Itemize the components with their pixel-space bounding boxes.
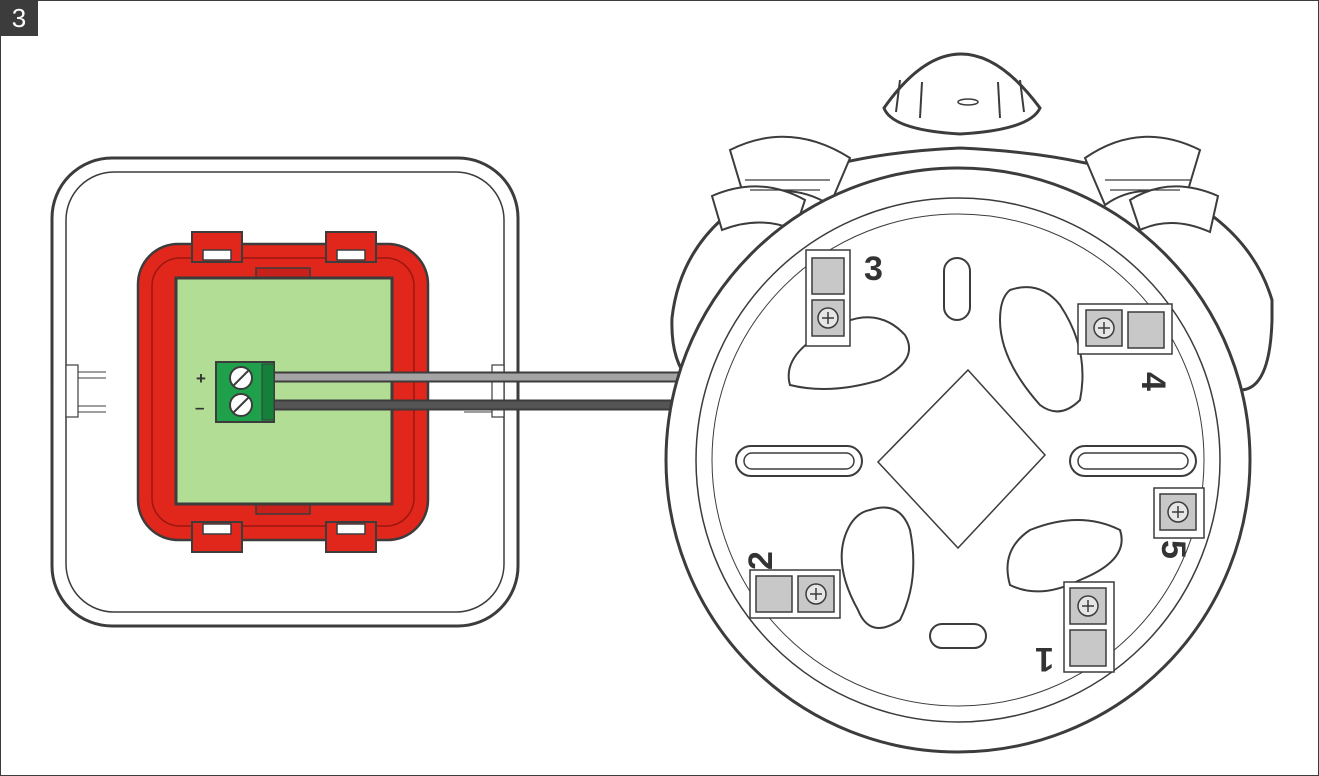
terminal-label-3: 3 [864,250,883,288]
base-terminal-3 [805,249,851,347]
housing-clip-bottom-left [191,521,243,553]
housing-clip-top-left [191,231,243,263]
terminal-label-1: 1 [1035,640,1054,678]
housing-clip-bottom-right [325,521,377,553]
base-terminal-5 [1153,487,1205,539]
base-terminal-4 [1077,303,1173,355]
step-number-badge: 3 [0,0,38,36]
terminal-connector [215,361,275,423]
base-terminal-2 [749,569,841,619]
terminal-label-4: 4 [1134,372,1172,391]
base-terminal-1 [1063,581,1115,673]
housing-clip-top-right [325,231,377,263]
terminal-label-5: 5 [1154,540,1192,559]
plus-label: + [196,369,206,388]
circuit-board [174,276,394,506]
mounting-base [664,166,1252,754]
terminal-label-2: 2 [742,551,780,570]
minus-label: – [195,398,204,417]
